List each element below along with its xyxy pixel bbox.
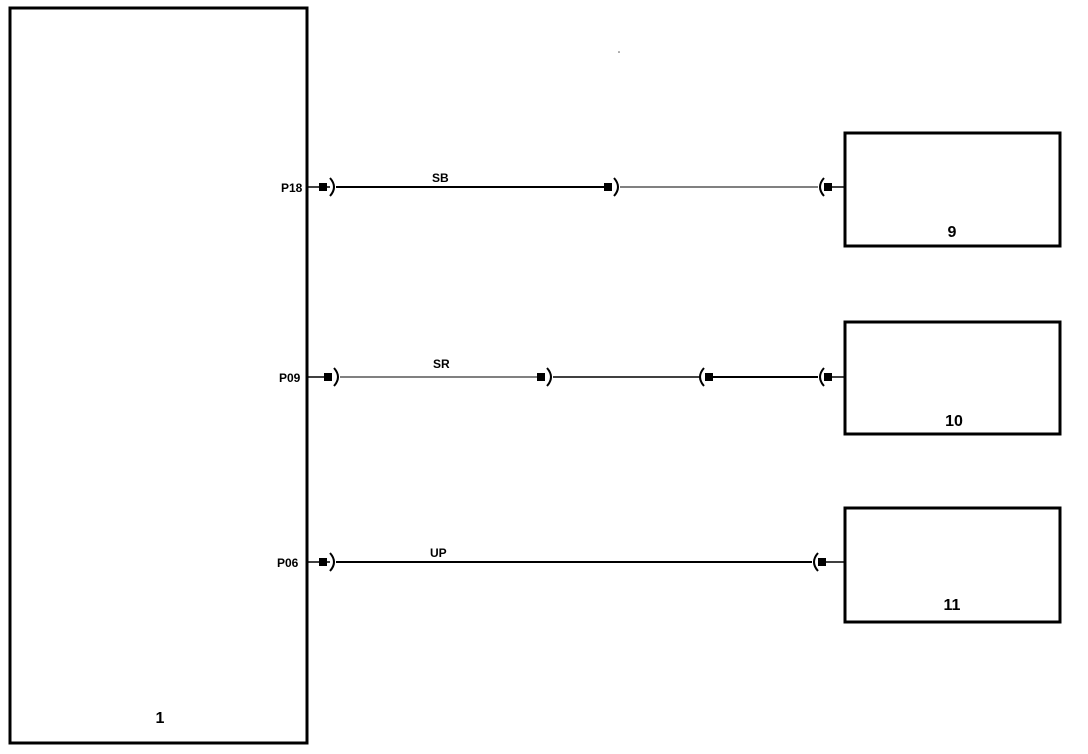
pin-label-p18: P18 <box>281 181 303 195</box>
connector-arc <box>613 177 619 197</box>
pin-label-p06: P06 <box>277 556 299 570</box>
connector-pin <box>319 558 327 566</box>
wire-label-sr: SR <box>433 357 450 371</box>
connector-arc <box>329 552 335 572</box>
main-unit-box <box>8 6 309 745</box>
circuit-p18: P18 SB <box>281 171 845 197</box>
circuit-p06: P06 UP <box>277 546 845 572</box>
connector-pin <box>824 183 832 191</box>
connector-pin <box>537 373 545 381</box>
connector-arc <box>546 367 552 387</box>
circuit-p09: P09 SR <box>279 357 845 387</box>
pin-label-p09: P09 <box>279 371 301 385</box>
connector-pin <box>824 373 832 381</box>
connector-pin <box>324 373 332 381</box>
device-label-11: 11 <box>944 597 961 614</box>
scan-speck <box>618 51 620 53</box>
device-label-9: 9 <box>948 224 957 241</box>
connector-arc <box>813 552 819 572</box>
connector-pin <box>818 558 826 566</box>
connector-arc <box>333 367 339 387</box>
connector-arc <box>329 177 335 197</box>
main-unit-label: 1 <box>156 710 165 727</box>
device-box-10 <box>843 320 1062 436</box>
device-label-10: 10 <box>945 413 963 430</box>
device-box-9 <box>843 131 1062 248</box>
wire-label-sb: SB <box>432 171 449 185</box>
connector-pin <box>705 373 713 381</box>
wire-label-up: UP <box>430 546 447 560</box>
connector-arc <box>819 177 825 197</box>
connector-arc <box>699 367 705 387</box>
connector-pin <box>319 183 327 191</box>
connector-arc <box>819 367 825 387</box>
device-box-11 <box>843 506 1062 624</box>
connector-pin <box>604 183 612 191</box>
